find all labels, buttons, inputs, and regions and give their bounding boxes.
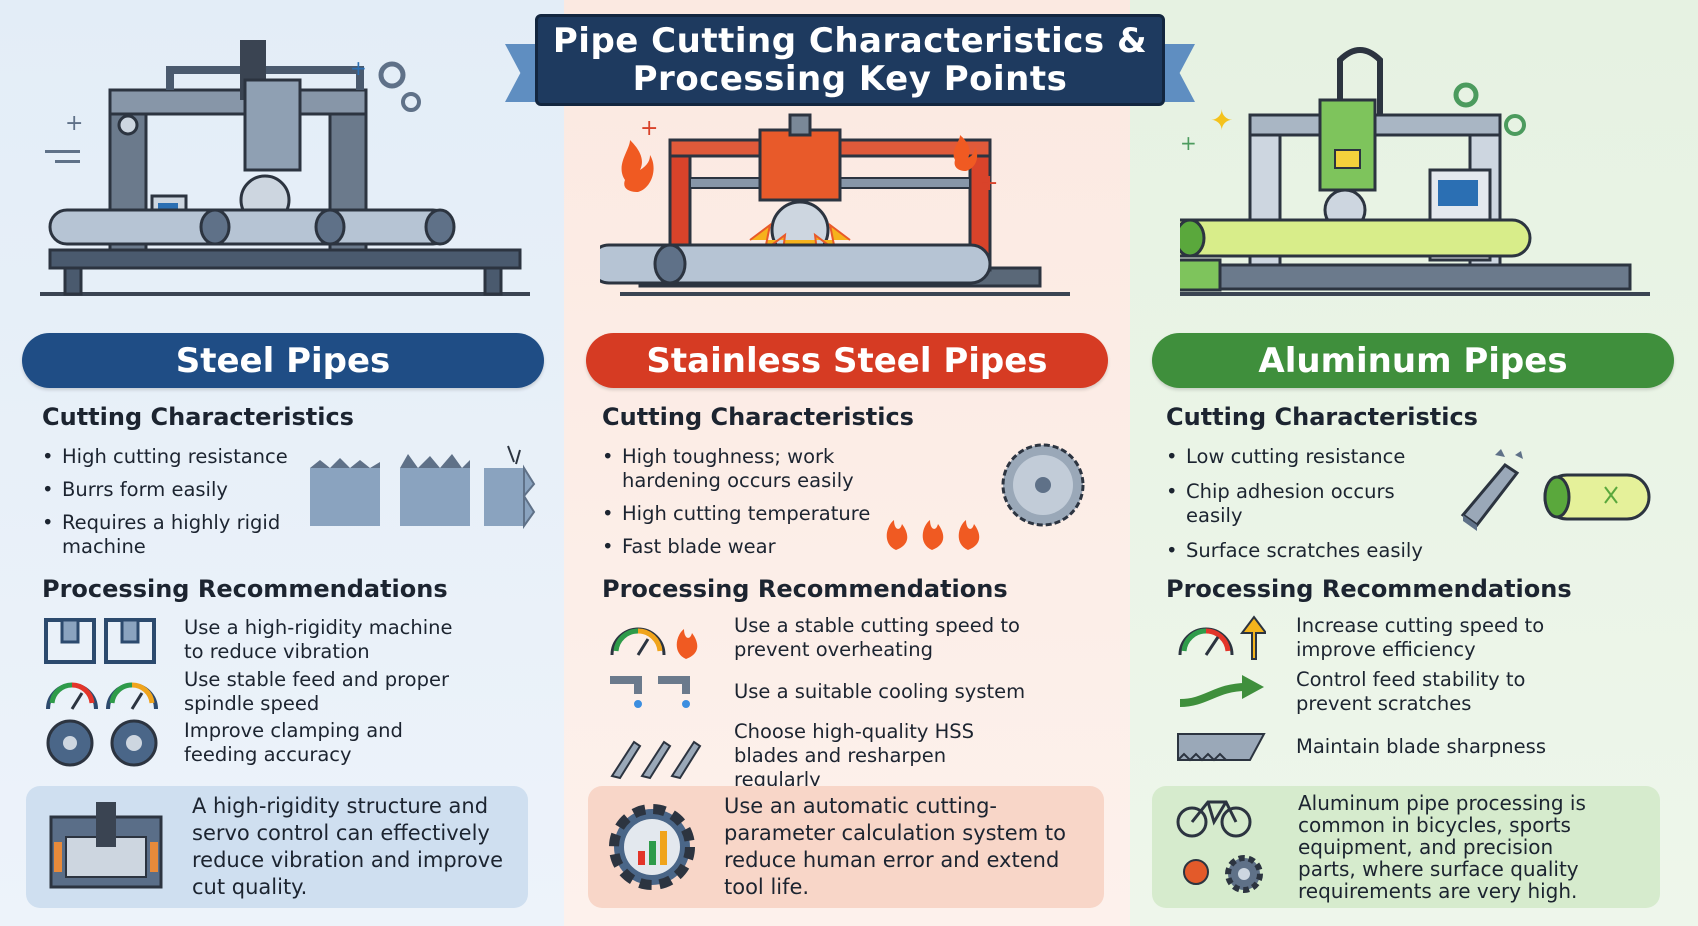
bicycle-sports-icon xyxy=(1176,800,1263,893)
steel-rec-2-text: Use stable feed and proper spindle speed xyxy=(184,668,449,715)
chuck-clamp-icon xyxy=(46,719,158,767)
aluminum-rec-2: Control feed stability to prevent scratc… xyxy=(1176,668,1586,716)
steel-rec-3: Improve clamping and feeding accuracy xyxy=(42,718,454,768)
rigid-structure-icon xyxy=(49,802,163,889)
aluminum-rec-2-text: Control feed stability to prevent scratc… xyxy=(1296,668,1526,715)
stainless-recommendations-heading: Processing Recommendations xyxy=(602,575,1008,603)
list-item: Low cutting resistance xyxy=(1166,445,1456,469)
aluminum-note: Aluminum pipe processing is common in bi… xyxy=(1152,786,1660,908)
saw-cutting-machine-icon: + + xyxy=(600,113,1070,296)
list-item: High cutting temperature xyxy=(602,502,932,526)
svg-text:✦: ✦ xyxy=(1210,104,1233,137)
sharp-blade-icon xyxy=(1177,733,1266,762)
list-item: Burrs form easily xyxy=(42,478,302,502)
cnc-cutting-machine-icon: ✦ + xyxy=(1180,47,1650,296)
steel-recommendations-heading: Processing Recommendations xyxy=(42,575,448,603)
steel-characteristics-list: High cutting resistance Burrs form easil… xyxy=(42,445,302,568)
page-title: Pipe Cutting Characteristics & Processin… xyxy=(535,14,1165,106)
saw-blade-icon xyxy=(1001,443,1085,527)
steel-rec-1-text: Use a high-rigidity machine to reduce vi… xyxy=(184,616,453,663)
aluminum-note-text: Aluminum pipe processing is common in bi… xyxy=(1298,791,1586,903)
stainless-rec-1-text: Use a stable cutting speed to prevent ov… xyxy=(734,614,1020,661)
svg-text:+: + xyxy=(350,56,367,80)
stainless-rec-2-text: Use a suitable cooling system xyxy=(734,680,1026,703)
rigid-machine-icon xyxy=(44,618,156,664)
stainless-note: Use an automatic cutting-parameter calcu… xyxy=(588,786,1104,908)
list-item: High toughness; work hardening occurs ea… xyxy=(602,445,932,493)
steel-header: Steel Pipes xyxy=(22,333,544,388)
stainless-rec-3: Choose high-quality HSS blades and resha… xyxy=(608,720,1034,792)
title-line-1: Pipe Cutting Characteristics & xyxy=(552,21,1148,61)
svg-text:+: + xyxy=(1180,131,1197,155)
stainless-header: Stainless Steel Pipes xyxy=(586,333,1108,388)
stainless-note-text: Use an automatic cutting-parameter calcu… xyxy=(724,794,1066,899)
speed-gauge-icon xyxy=(46,682,158,710)
speed-up-icon xyxy=(1178,615,1266,660)
aluminum-characteristics-heading: Cutting Characteristics xyxy=(1166,403,1478,431)
gauge-flame-icon xyxy=(610,627,698,659)
smooth-feed-arrow-icon xyxy=(1179,675,1264,707)
aluminum-recommendations-heading: Processing Recommendations xyxy=(1166,575,1572,603)
burr-pipe-sections-icon xyxy=(310,445,536,530)
stainless-characteristics-heading: Cutting Characteristics xyxy=(602,403,914,431)
pipe-cutting-machine-icon: + + xyxy=(40,40,530,296)
aluminum-chip-pipe-icon xyxy=(1460,449,1651,531)
svg-text:+: + xyxy=(640,116,658,141)
title-line-2: Processing Key Points xyxy=(632,59,1068,99)
steel-note: A high-rigidity structure and servo cont… xyxy=(26,786,528,908)
list-item: Requires a highly rigid machine xyxy=(42,511,302,559)
aluminum-rec-3: Maintain blade sharpness xyxy=(1176,730,1586,764)
list-item: Surface scratches easily xyxy=(1166,539,1456,563)
stainless-rec-2: Use a suitable cooling system xyxy=(608,672,1034,712)
steel-rec-3-text: Improve clamping and feeding accuracy xyxy=(184,719,403,766)
aluminum-characteristics-list: Low cutting resistance Chip adhesion occ… xyxy=(1166,445,1456,572)
stainless-rec-1: Use a stable cutting speed to prevent ov… xyxy=(608,614,1034,662)
coolant-tap-icon xyxy=(610,676,690,708)
svg-text:+: + xyxy=(65,111,83,136)
aluminum-header: Aluminum Pipes xyxy=(1152,333,1674,388)
stainless-rec-3-text: Choose high-quality HSS blades and resha… xyxy=(734,720,975,791)
title-ribbon: Pipe Cutting Characteristics & Processin… xyxy=(505,14,1195,114)
aluminum-rec-1-text: Increase cutting speed to improve effici… xyxy=(1296,614,1545,661)
steel-rec-2: Use stable feed and proper spindle speed xyxy=(42,668,454,716)
list-item: Chip adhesion occurs easily xyxy=(1166,480,1456,528)
list-item: High cutting resistance xyxy=(42,445,302,469)
gear-chart-icon xyxy=(609,804,695,890)
list-item: Fast blade wear xyxy=(602,535,932,559)
aluminum-rec-3-text: Maintain blade sharpness xyxy=(1296,735,1546,758)
steel-rec-1: Use a high-rigidity machine to reduce vi… xyxy=(42,614,454,666)
steel-note-text: A high-rigidity structure and servo cont… xyxy=(192,794,504,899)
flames-icon xyxy=(886,520,980,550)
aluminum-rec-1: Increase cutting speed to improve effici… xyxy=(1176,614,1586,662)
svg-text:+: + xyxy=(980,171,998,196)
stainless-characteristics-list: High toughness; work hardening occurs ea… xyxy=(602,445,932,568)
steel-characteristics-heading: Cutting Characteristics xyxy=(42,403,354,431)
hss-blade-icon xyxy=(610,740,702,780)
